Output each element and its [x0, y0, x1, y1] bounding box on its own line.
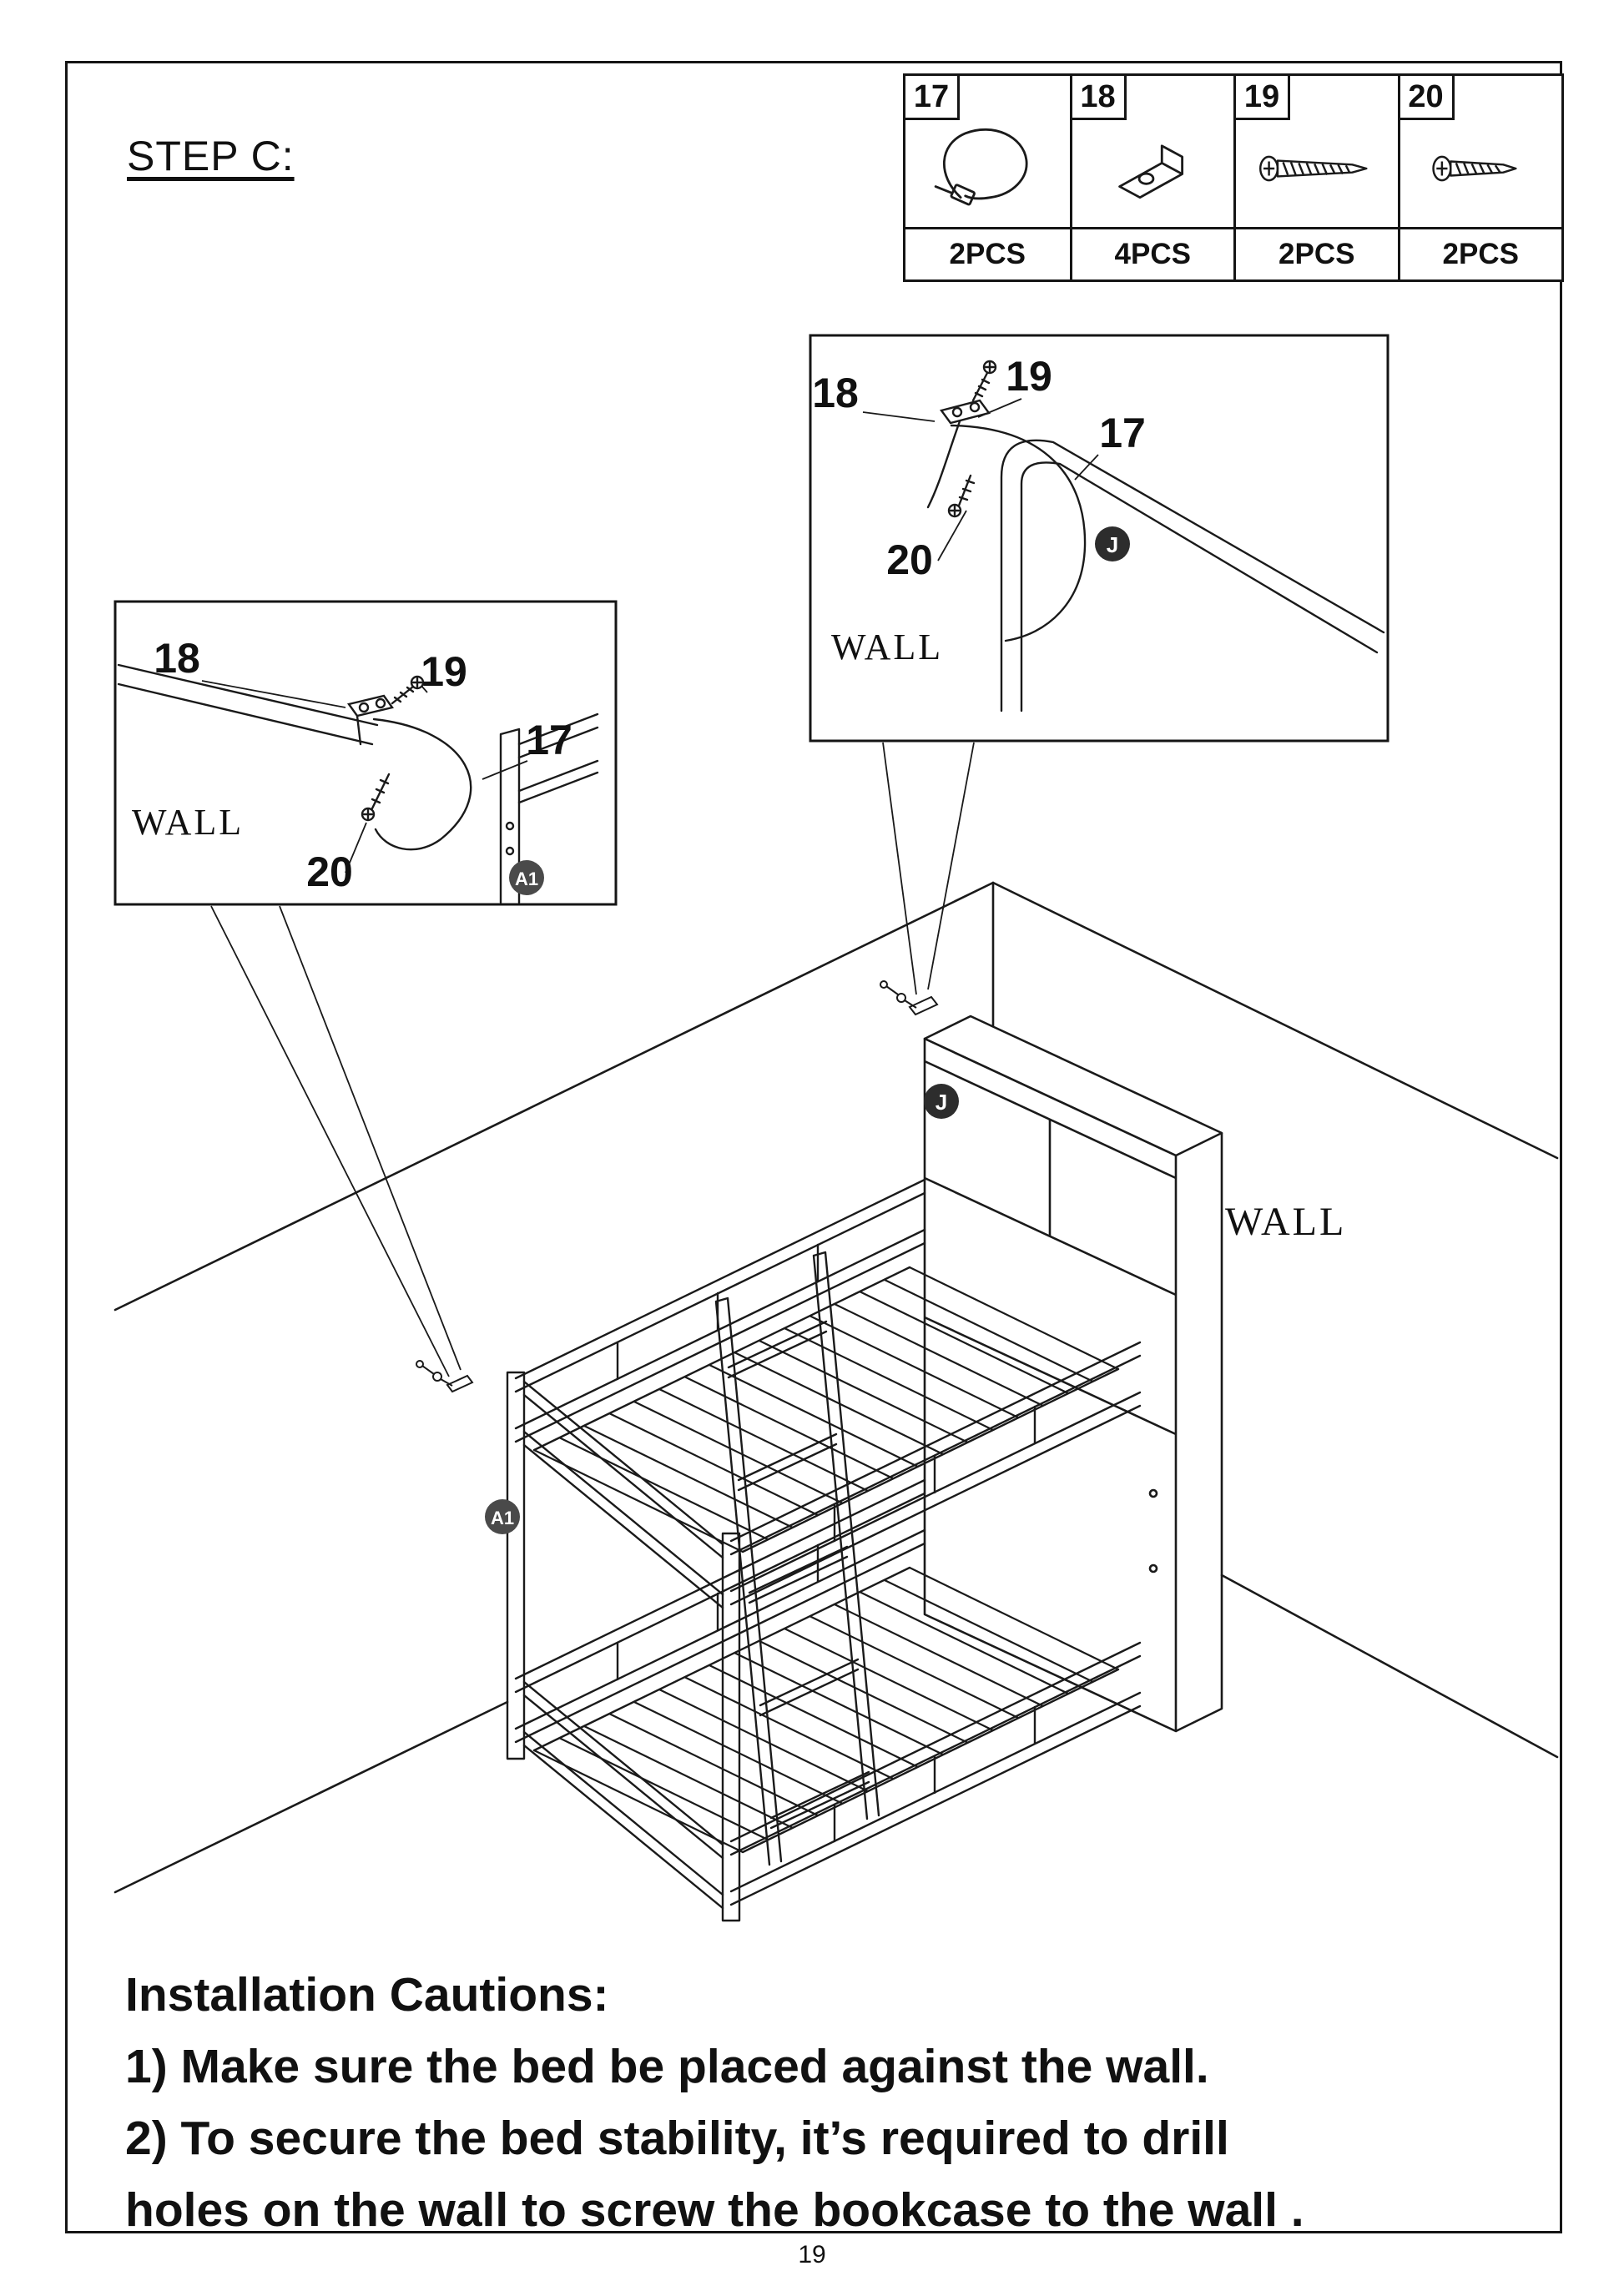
- callout-left-label-17: 17: [526, 717, 572, 763]
- lower-slats: [533, 1567, 1119, 1853]
- part-qty-19: 2PCS: [1236, 227, 1398, 279]
- callout-left-label-20: 20: [306, 848, 353, 895]
- scene-badge-j: [924, 1084, 959, 1119]
- scene-wall-label: WALL: [1225, 1200, 1346, 1244]
- parts-table: 17 2PCS 18 4PCS 19: [903, 73, 1564, 282]
- cable-tie-icon: [905, 76, 1070, 227]
- scene-badge-j-label: J: [936, 1090, 947, 1115]
- callout-left: 18 19 17 20 WALL A1: [113, 600, 618, 906]
- step-title: STEP C:: [127, 133, 295, 179]
- callout-right-label-17: 17: [1099, 410, 1146, 456]
- callout-right-label-19: 19: [1006, 353, 1052, 400]
- callout-right: 19 18 17 20 WALL J: [809, 334, 1389, 743]
- part-qty-18: 4PCS: [1072, 227, 1233, 279]
- wall-lines: [113, 881, 1559, 1894]
- callout-right-pointers: [862, 398, 1099, 561]
- part-number-19: 19: [1236, 76, 1290, 120]
- cautions-title: Installation Cautions:: [125, 1968, 609, 2022]
- callout-right-drawing: [926, 360, 1385, 712]
- part-badge-a1: [509, 860, 544, 895]
- part-qty-20: 2PCS: [1400, 227, 1561, 279]
- part-badge-j: [1095, 526, 1130, 561]
- caution-line-3: holes on the wall to screw the bookcase …: [125, 2183, 1304, 2237]
- ladder-drawing: [714, 1251, 880, 1866]
- part-number-20: 20: [1400, 76, 1455, 120]
- part-number-17: 17: [905, 76, 960, 120]
- bracket-icon: [1072, 76, 1234, 227]
- callout-right-label-18: 18: [812, 370, 859, 416]
- callout-left-label-19: 19: [421, 648, 467, 695]
- scene-badge-a1: [485, 1499, 520, 1534]
- long-screw-icon: [1236, 76, 1398, 227]
- parts-table-col-18: 18 4PCS: [1069, 76, 1234, 279]
- scene-badge-a1-label: A1: [491, 1508, 514, 1528]
- part-badge-a1-label: A1: [515, 869, 538, 889]
- page-border: [65, 61, 1562, 2233]
- bookcase-drawing: [923, 1015, 1223, 1733]
- callout-left-wall-label: WALL: [132, 802, 244, 843]
- callout-left-label-18: 18: [154, 635, 200, 682]
- callout-left-drawing: [117, 663, 599, 904]
- short-screw-icon: [1400, 76, 1562, 227]
- part-badge-j-label: J: [1107, 532, 1118, 557]
- parts-table-col-20: 20 2PCS: [1397, 76, 1562, 279]
- part-qty-17: 2PCS: [905, 227, 1070, 279]
- callout-left-pointers: [201, 680, 528, 874]
- installation-cautions: Installation Cautions: 1) Make sure the …: [125, 1959, 1561, 2246]
- caution-line-2: 2) To secure the bed stability, it’s req…: [125, 2112, 1229, 2165]
- caution-line-1: 1) Make sure the bed be placed against t…: [125, 2040, 1209, 2093]
- parts-table-col-19: 19 2PCS: [1233, 76, 1398, 279]
- parts-table-col-17: 17 2PCS: [905, 76, 1070, 279]
- callout-right-wall-label: WALL: [831, 627, 943, 667]
- part-number-18: 18: [1072, 76, 1127, 120]
- page-number: 19: [798, 2241, 826, 2268]
- callout-right-label-20: 20: [886, 536, 933, 583]
- callout-leader-lines: [210, 742, 975, 1377]
- wall-bracket-glyph-right: [880, 980, 939, 1016]
- wall-bracket-glyph-left: [416, 1360, 474, 1393]
